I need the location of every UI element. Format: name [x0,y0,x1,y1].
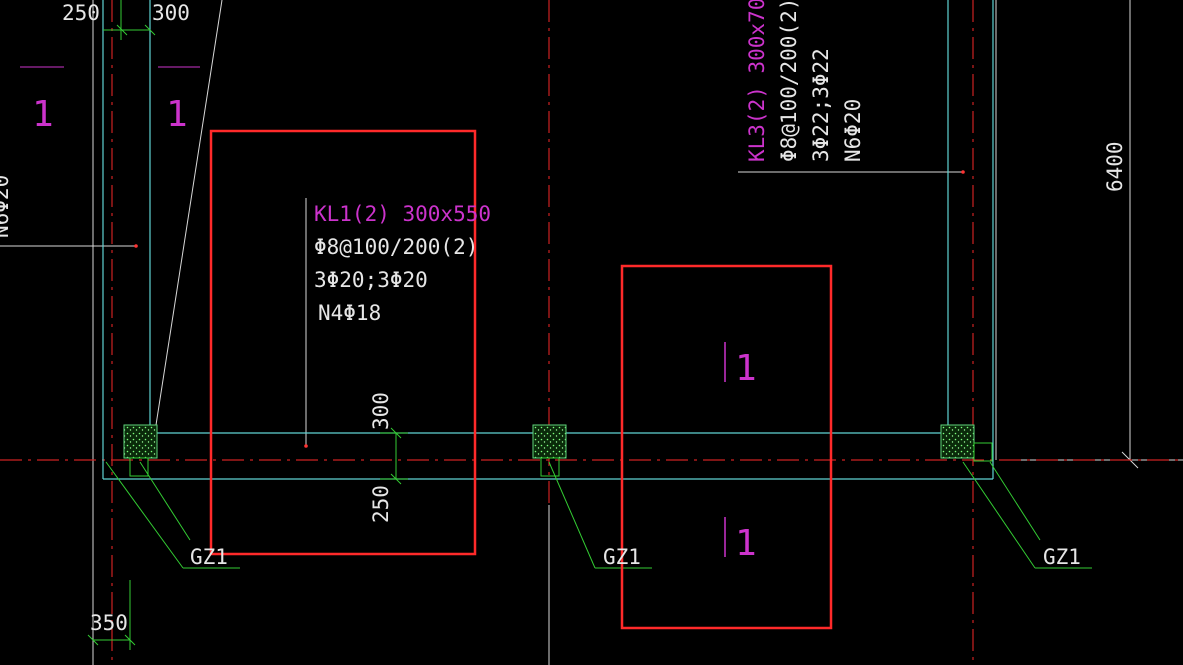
section-number-left-a: 1 [32,94,54,135]
section-number-left-b: 1 [166,94,188,135]
column-label-gz-right: GZ1 [1043,545,1081,569]
column-hatch [940,424,975,459]
beam-annotation-kl3[interactable]: KL3(2) 300x700 Φ8@100/200(2) 3Φ22;3Φ22 N… [745,0,865,162]
column-hatch [123,424,158,459]
column-hatch [532,424,567,459]
column-stub [540,457,560,477]
wall-outlines [102,0,994,480]
beam-bars-kl3: 3Φ22;3Φ22 [809,48,833,162]
highlight-box-kl1[interactable] [209,129,477,556]
column-gz1-left[interactable] [123,424,158,477]
beam-side-kl1: N4Φ18 [318,301,381,325]
beam-stirrup-kl3: Φ8@100/200(2) [777,0,801,162]
column-label-gz-left: GZ1 [190,545,228,569]
dimension-tick [116,24,128,36]
column-gz1-mid[interactable] [532,424,567,477]
beam-bars-kl1: 3Φ20;3Φ20 [314,268,428,292]
highlight-box-section[interactable] [620,264,833,630]
dimension-text-300: 300 [152,1,190,25]
anchor-points [134,170,965,448]
dimension-text-250: 250 [62,1,100,25]
dimension-text-beam-250: 250 [369,485,393,523]
section-number-mid-top: 1 [735,348,757,389]
section-number-mid-bottom: 1 [735,523,757,564]
dimension-tick [144,24,156,36]
anchor-point [304,444,308,448]
beam-partial-label: N6Φ20 [0,175,13,238]
beam-side-kl3: N6Φ20 [841,99,865,162]
beam-name-kl3: KL3(2) 300x700 [745,0,769,162]
gz-leader [989,461,1041,541]
dimension-text-beam-300: 300 [369,392,393,430]
dimension-text-6400: 6400 [1103,141,1127,192]
gz-leader [962,461,1036,569]
column-stub [129,457,149,477]
beam-stirrup-kl1: Φ8@100/200(2) [314,235,478,259]
highlight-boxes [209,129,833,630]
anchor-point [134,244,138,248]
gz-leader [105,461,184,569]
anchor-point [961,170,965,174]
column-stub [973,442,993,462]
diagonal-line [155,0,223,426]
column-label-gz-mid: GZ1 [603,545,641,569]
dimension-tick [87,634,99,646]
beam-annotation-kl1[interactable]: KL1(2) 300x550 Φ8@100/200(2) 3Φ20;3Φ20 N… [314,202,491,325]
column-gz1-right[interactable] [940,424,993,462]
dimension-text-350: 350 [90,611,128,635]
beam-name-kl1: KL1(2) 300x550 [314,202,491,226]
gz-leader [548,461,596,569]
